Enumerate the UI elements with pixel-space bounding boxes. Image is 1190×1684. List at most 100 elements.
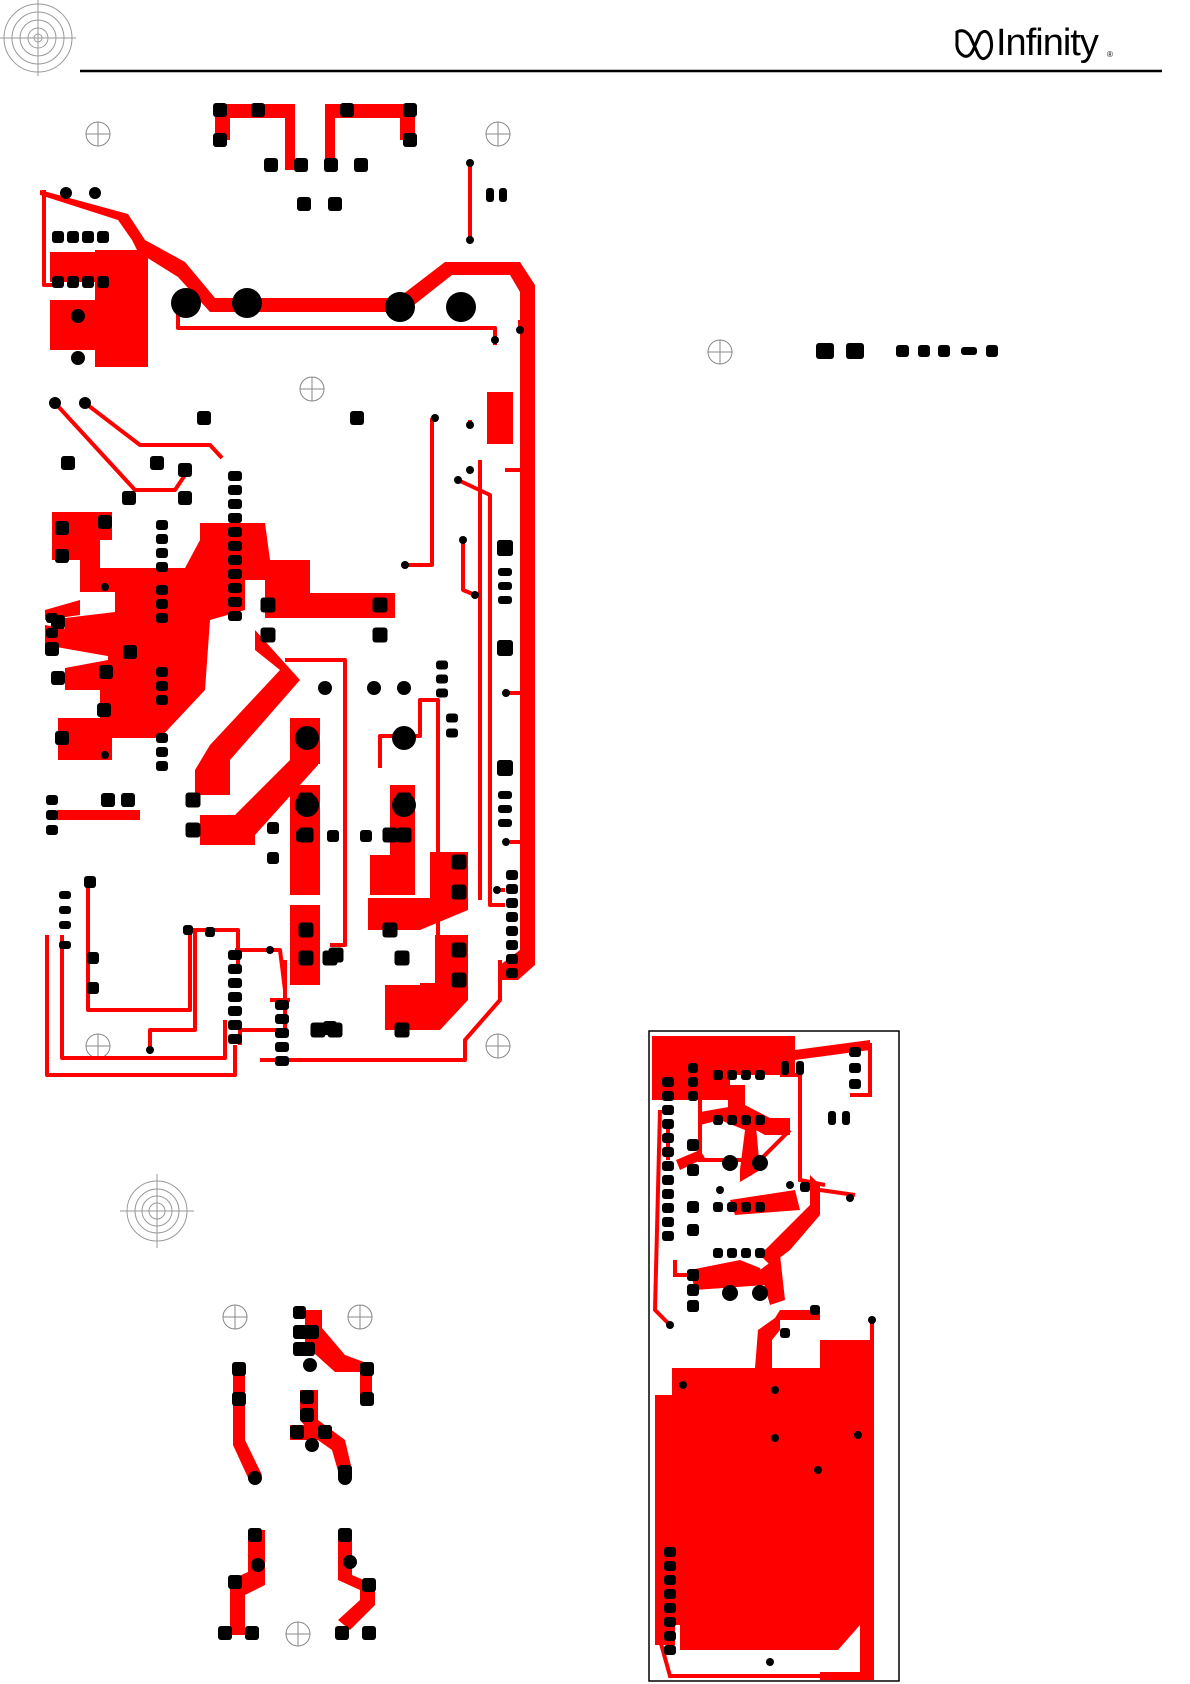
smd-pad bbox=[228, 1020, 242, 1030]
smd-pad bbox=[662, 1133, 674, 1143]
smd-pad bbox=[55, 521, 69, 535]
smd-pad bbox=[373, 628, 388, 643]
smd-pad bbox=[849, 1063, 861, 1073]
smd-pad bbox=[156, 548, 168, 558]
smd-pad bbox=[156, 534, 168, 544]
smd-pad bbox=[324, 158, 338, 172]
through-hole-pad bbox=[722, 1155, 738, 1171]
through-hole-pad bbox=[771, 1386, 779, 1394]
smd-pad bbox=[99, 665, 113, 679]
smd-pad bbox=[436, 675, 448, 684]
smd-pad bbox=[664, 1631, 676, 1641]
smd-pad bbox=[156, 761, 168, 771]
smd-pad bbox=[446, 729, 458, 738]
through-hole-pad bbox=[367, 681, 381, 695]
smd-pad bbox=[688, 1091, 698, 1101]
smd-pad bbox=[228, 992, 242, 1002]
smd-pad bbox=[327, 830, 339, 842]
smd-pad bbox=[664, 1617, 676, 1627]
smd-pad bbox=[294, 158, 308, 172]
small-jack-board bbox=[218, 1306, 376, 1640]
smd-pad bbox=[796, 1061, 804, 1075]
through-hole-pad bbox=[471, 591, 479, 599]
smd-pad bbox=[275, 1000, 289, 1010]
smd-pad bbox=[662, 1231, 674, 1241]
smd-pad bbox=[727, 1115, 737, 1125]
smd-pad bbox=[713, 1070, 723, 1080]
smd-pad bbox=[46, 643, 58, 653]
through-hole-pad bbox=[466, 421, 474, 429]
through-hole-pad bbox=[401, 561, 409, 569]
through-hole-pad bbox=[722, 1285, 738, 1301]
smd-pad bbox=[67, 231, 79, 243]
smd-pad bbox=[156, 733, 168, 743]
smd-pad bbox=[323, 1021, 337, 1035]
smd-pad bbox=[87, 952, 99, 964]
smd-pad bbox=[497, 760, 513, 776]
smd-pad bbox=[664, 1547, 676, 1557]
smd-pad bbox=[688, 1077, 698, 1087]
smd-pad bbox=[664, 1645, 676, 1655]
smd-pad bbox=[849, 1047, 861, 1057]
mounting-crosshair-icon bbox=[348, 1305, 372, 1329]
through-hole-pad bbox=[502, 689, 510, 697]
through-hole-pad bbox=[868, 1316, 876, 1324]
through-hole-pad bbox=[392, 726, 416, 750]
smd-pad bbox=[59, 941, 71, 949]
smd-pad bbox=[228, 950, 242, 960]
through-hole-pad bbox=[171, 288, 201, 318]
smd-pad bbox=[59, 921, 71, 929]
through-hole-pad bbox=[295, 793, 319, 817]
smd-pad bbox=[741, 1202, 751, 1212]
smd-pad bbox=[373, 598, 388, 613]
smd-pad bbox=[687, 1139, 699, 1151]
smd-pad bbox=[687, 1224, 699, 1236]
smd-pad bbox=[662, 1119, 674, 1129]
smd-pad bbox=[741, 1115, 751, 1125]
smd-pad bbox=[46, 628, 58, 638]
smd-pad bbox=[228, 597, 242, 607]
smd-pad bbox=[186, 793, 201, 808]
smd-pad bbox=[213, 133, 227, 147]
smd-pad bbox=[261, 598, 276, 613]
smd-pad bbox=[687, 1201, 699, 1213]
smd-pad bbox=[97, 276, 109, 288]
smd-pad bbox=[228, 1034, 242, 1044]
through-hole-pad bbox=[454, 476, 462, 484]
through-hole-pad bbox=[516, 326, 524, 334]
smd-pad bbox=[228, 513, 242, 523]
smd-pad bbox=[156, 613, 168, 623]
smd-pad bbox=[506, 898, 518, 908]
smd-pad bbox=[727, 1248, 737, 1258]
smd-pad bbox=[228, 583, 242, 593]
smd-pad bbox=[59, 891, 71, 899]
smd-pad bbox=[354, 158, 368, 172]
main-amplifier-board bbox=[40, 103, 535, 1075]
through-hole-pad bbox=[446, 292, 476, 322]
smd-pad bbox=[87, 982, 99, 994]
smd-pad bbox=[213, 103, 227, 117]
smd-pad bbox=[121, 793, 135, 807]
smd-pad bbox=[662, 1091, 674, 1101]
through-hole-pad bbox=[679, 1381, 687, 1389]
through-hole-pad bbox=[318, 681, 332, 695]
smd-pad bbox=[452, 973, 467, 988]
through-hole-pad bbox=[786, 1181, 794, 1189]
smd-pad bbox=[687, 1284, 699, 1296]
smd-pad bbox=[46, 810, 58, 820]
smd-pad bbox=[82, 276, 94, 288]
smd-pad bbox=[506, 884, 518, 894]
smd-pad bbox=[150, 456, 164, 470]
smd-pad bbox=[122, 491, 136, 505]
mounting-crosshair-icon bbox=[708, 340, 732, 364]
smd-pad bbox=[251, 103, 265, 117]
through-hole-pad bbox=[295, 726, 319, 750]
smd-pad bbox=[780, 1328, 790, 1338]
smd-pad bbox=[741, 1070, 751, 1080]
smd-pad bbox=[299, 923, 314, 938]
smd-pad bbox=[59, 906, 71, 914]
smd-pad bbox=[156, 520, 168, 530]
mounting-crosshair-icon bbox=[486, 122, 510, 146]
smd-pad bbox=[82, 231, 94, 243]
mounting-crosshair-icon bbox=[223, 1305, 247, 1329]
